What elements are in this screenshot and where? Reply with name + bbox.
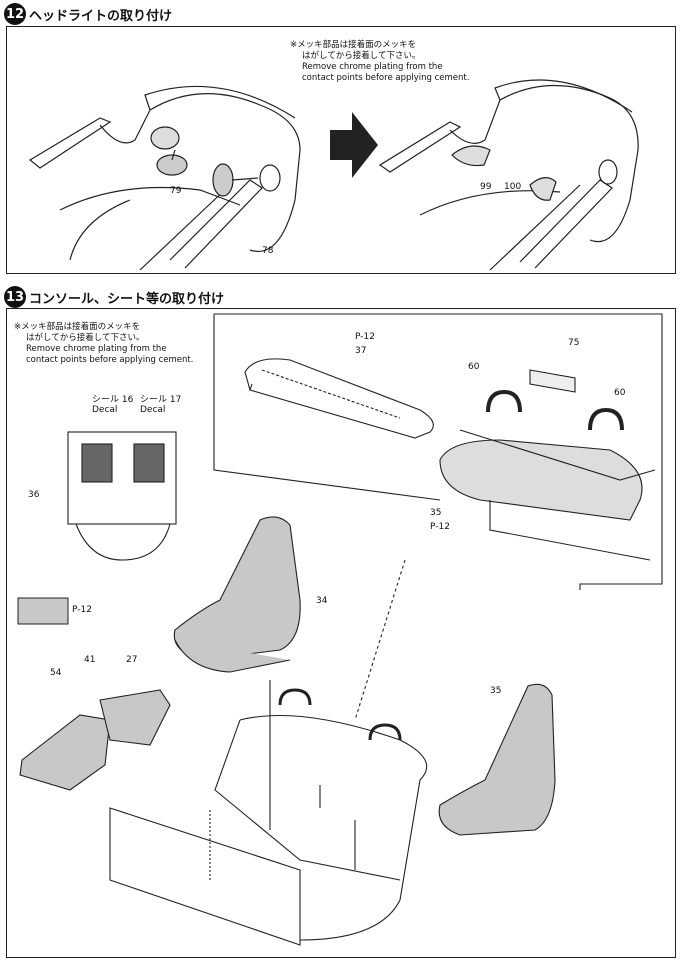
callout-75: 75 [568, 338, 580, 348]
callout-54: 54 [50, 668, 62, 678]
color-legend-ref: P-12 [72, 605, 92, 615]
callout-34: 34 [316, 596, 328, 606]
callout-35-detail: 35 [430, 508, 442, 518]
step12-left-drawing [28, 85, 301, 271]
callout-37: 37 [355, 346, 367, 356]
note-en-line1: Remove chrome plating from the [302, 62, 443, 72]
step-13-header: 13 コンソール、シート等の取り付け [4, 286, 224, 308]
seat-frame-detail-drawing [439, 369, 656, 561]
decal-number: 17 [169, 395, 182, 405]
callout-35: 35 [490, 686, 502, 696]
floor-part-drawing [67, 431, 177, 561]
note-en-line1: Remove chrome plating from the [26, 344, 167, 354]
note-jp-line2: はがしてから接着して下さい。 [26, 333, 145, 343]
step-number-badge: 13 [4, 286, 26, 308]
dashboard-cover-drawing [244, 358, 434, 439]
decal-number: 16 [121, 395, 134, 405]
callout-100: 100 [504, 182, 522, 192]
step13-detail-frame [213, 313, 663, 590]
decal-17-label: シール 17 Decal [140, 392, 181, 415]
decal-jp-label: シール [140, 395, 168, 405]
callout-79: 79 [170, 186, 182, 196]
decal-jp-label: シール [92, 395, 120, 405]
step-title: コンソール、シート等の取り付け [29, 291, 225, 307]
sprue-ref-35: P-12 [430, 522, 450, 532]
body-tub-drawing [109, 559, 428, 946]
step-title: ヘッドライトの取り付け [29, 8, 173, 24]
step-number-badge: 12 [4, 3, 26, 25]
callout-27: 27 [126, 655, 138, 665]
decal-16-label: シール 16 Decal [92, 392, 133, 415]
note-en-line2: contact points before applying cement. [302, 73, 470, 83]
chrome-note-step12: ※メッキ部品は接着面のメッキを はがしてから接着して下さい。 Remove ch… [290, 40, 469, 84]
note-jp-line2: はがしてから接着して下さい。 [302, 51, 421, 61]
chrome-note-step13: ※メッキ部品は接着面のメッキを はがしてから接着して下さい。 Remove ch… [14, 322, 193, 366]
direction-arrow [330, 112, 378, 178]
callout-36: 36 [28, 490, 40, 500]
seat-35-drawing [438, 683, 556, 836]
note-jp-line1: ※メッキ部品は接着面のメッキを [290, 40, 417, 50]
step-12-panel [6, 26, 676, 274]
console-drawing [19, 689, 171, 791]
step-13-panel [6, 308, 676, 958]
note-jp-line1: ※メッキ部品は接着面のメッキを [14, 322, 141, 332]
callout-60-right: 60 [614, 388, 626, 398]
decal-en-label: Decal [140, 405, 166, 415]
step12-right-drawing [378, 79, 639, 271]
callout-60-left: 60 [468, 362, 480, 372]
callout-41: 41 [84, 655, 96, 665]
color-legend-swatch [17, 597, 69, 625]
decal-en-label: Decal [92, 405, 118, 415]
seat-34-drawing [173, 516, 301, 673]
step-12-header: 12 ヘッドライトの取り付け [4, 3, 172, 25]
callout-99: 99 [480, 182, 492, 192]
note-en-line2: contact points before applying cement. [26, 355, 194, 365]
callout-78: 78 [262, 246, 274, 256]
sprue-ref-37: P-12 [355, 332, 375, 342]
